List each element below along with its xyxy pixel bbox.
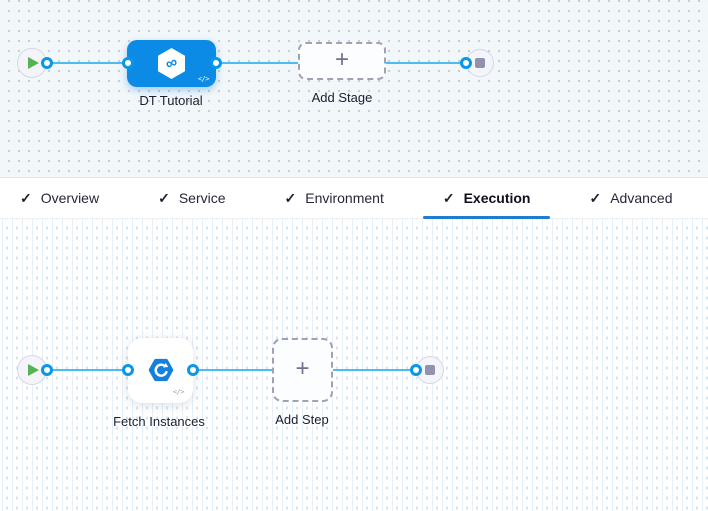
step-label: Fetch Instances xyxy=(113,414,205,429)
add-step-label: Add Step xyxy=(275,412,329,427)
connector-dot xyxy=(210,57,222,69)
connector-dot xyxy=(460,57,472,69)
step-connection-line xyxy=(46,369,420,371)
tab-label: Overview xyxy=(40,190,100,206)
check-icon: ✓ xyxy=(284,190,297,206)
tab-service[interactable]: ✓ Service xyxy=(138,178,245,218)
play-icon xyxy=(28,57,39,69)
yaml-code-icon: </> xyxy=(172,388,185,396)
check-icon: ✓ xyxy=(442,190,455,206)
add-stage-label: Add Stage xyxy=(311,90,373,105)
cd-infinity-icon: ∞ xyxy=(163,53,180,73)
tab-label: Environment xyxy=(305,190,384,206)
stop-icon xyxy=(475,58,485,68)
stage-config-tabbar: ✓ Overview ✓ Service ✓ Environment ✓ Exe… xyxy=(0,177,708,219)
yaml-code-icon: </> xyxy=(197,75,210,83)
stage-label: DT Tutorial xyxy=(139,93,203,108)
tab-label: Advanced xyxy=(610,190,673,206)
tab-advanced[interactable]: ✓ Advanced xyxy=(569,178,692,218)
connector-dot xyxy=(410,364,422,376)
stage-graph-canvas[interactable]: ∞ </> DT Tutorial + Add Stage xyxy=(0,0,708,177)
check-icon: ✓ xyxy=(20,190,32,206)
step-node-fetch-instances[interactable]: </> xyxy=(128,338,193,403)
fetch-instances-icon xyxy=(148,358,174,382)
connector-dot xyxy=(187,364,199,376)
plus-icon: + xyxy=(334,46,349,73)
plus-icon: + xyxy=(295,355,310,382)
add-step-button[interactable]: + xyxy=(272,338,333,402)
stage-connection-line xyxy=(46,62,470,64)
tab-label: Service xyxy=(178,190,226,206)
stop-icon xyxy=(425,365,435,375)
connector-dot xyxy=(122,57,134,69)
execution-graph-canvas[interactable]: </> Fetch Instances + Add Step xyxy=(0,219,708,511)
active-tab-underline xyxy=(422,216,551,219)
stage-node-dt-tutorial[interactable]: ∞ </> xyxy=(127,40,216,87)
tab-environment[interactable]: ✓ Environment xyxy=(265,178,404,218)
check-icon: ✓ xyxy=(158,190,170,206)
check-icon: ✓ xyxy=(589,190,602,206)
stage-icon-hexagon: ∞ xyxy=(158,48,185,79)
tab-execution[interactable]: ✓ Execution xyxy=(422,178,551,219)
tab-overview[interactable]: ✓ Overview xyxy=(0,178,119,218)
connector-dot xyxy=(41,57,53,69)
add-stage-button[interactable]: + xyxy=(298,42,386,80)
connector-dot xyxy=(41,364,53,376)
connector-dot xyxy=(122,364,134,376)
tab-label: Execution xyxy=(463,190,531,206)
play-icon xyxy=(28,364,39,376)
